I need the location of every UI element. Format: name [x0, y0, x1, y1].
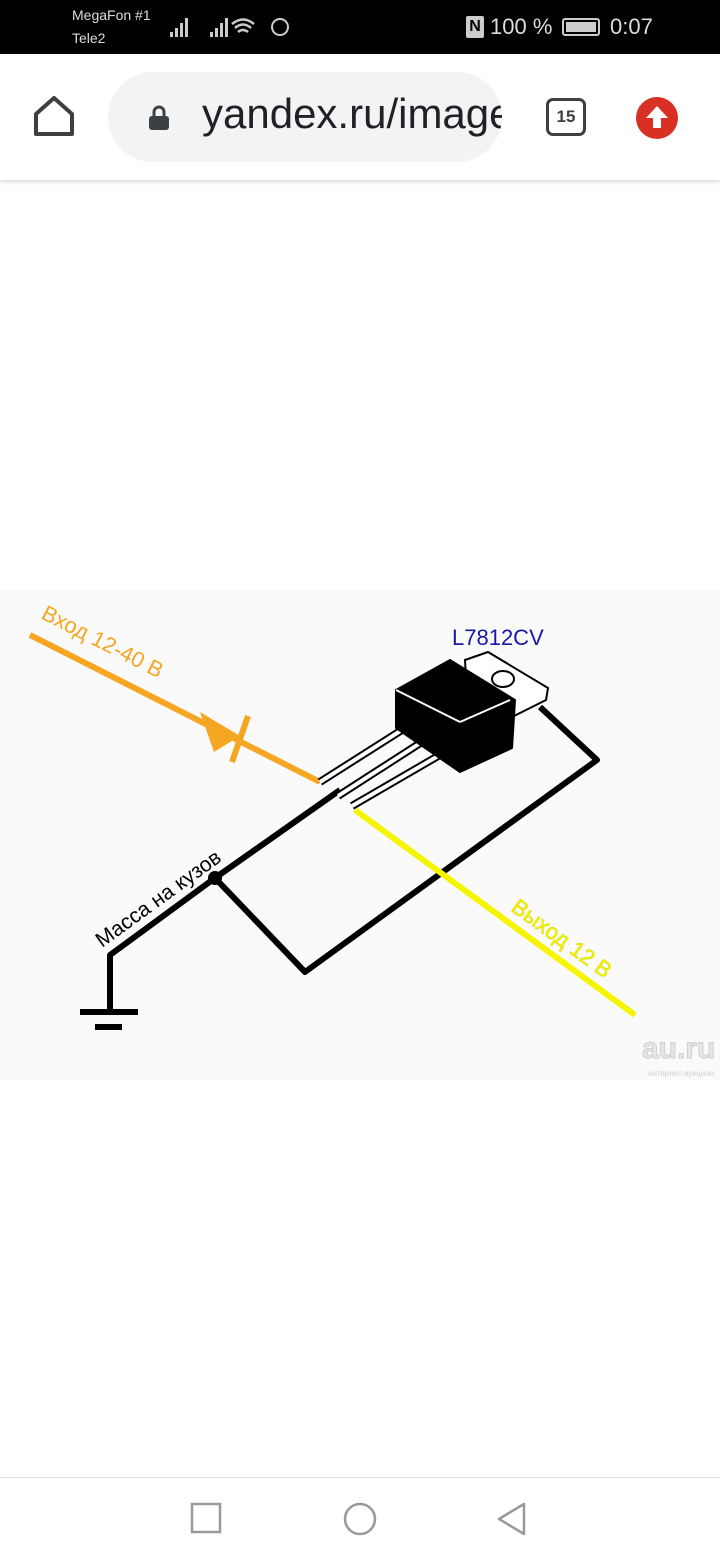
lock-icon: [149, 105, 169, 130]
carrier-2: Tele2: [72, 30, 106, 46]
part-label: L7812CV: [452, 625, 544, 650]
signal-wifi-icons: [170, 18, 289, 37]
ground-wire: [80, 704, 600, 1030]
battery-percent: 100 %: [490, 14, 553, 39]
battery-icon: [562, 18, 600, 36]
image-content[interactable]: L7812CV Вход 12-40 В Выход 12 В Масса на…: [0, 590, 720, 1080]
watermark: au.ru: [642, 1032, 715, 1065]
update-button[interactable]: [636, 97, 678, 139]
home-icon[interactable]: [32, 94, 76, 138]
output-label: Выход 12 В: [507, 894, 617, 983]
ground-label: Масса на кузов: [91, 846, 225, 952]
status-bar: MegaFon #1 Tele2 N 100 % 0:07: [0, 0, 720, 54]
regulator-icon: [317, 650, 550, 810]
url-text[interactable]: yandex.ru/images: [202, 90, 502, 137]
carrier-1: MegaFon #1: [72, 7, 151, 23]
watermark-sub: интернет-аукцион: [648, 1069, 714, 1078]
recents-button[interactable]: [190, 1502, 222, 1534]
arrow-up-icon: [646, 106, 668, 128]
address-bar[interactable]: yandex.ru/images: [108, 72, 502, 162]
home-nav-button[interactable]: [342, 1502, 378, 1538]
circuit-diagram: L7812CV Вход 12-40 В Выход 12 В Масса на…: [28, 600, 716, 1078]
diode-icon: [200, 712, 240, 752]
junction: [208, 871, 222, 885]
clock: 0:07: [610, 14, 653, 39]
system-nav-bar: [0, 1477, 720, 1560]
tab-switcher-button[interactable]: 15: [546, 98, 586, 136]
back-button[interactable]: [496, 1502, 528, 1536]
output-wire: [353, 807, 637, 1018]
input-wire: [28, 632, 322, 785]
browser-toolbar: yandex.ru/images 15: [0, 54, 720, 180]
nfc-icon: N: [466, 16, 484, 38]
